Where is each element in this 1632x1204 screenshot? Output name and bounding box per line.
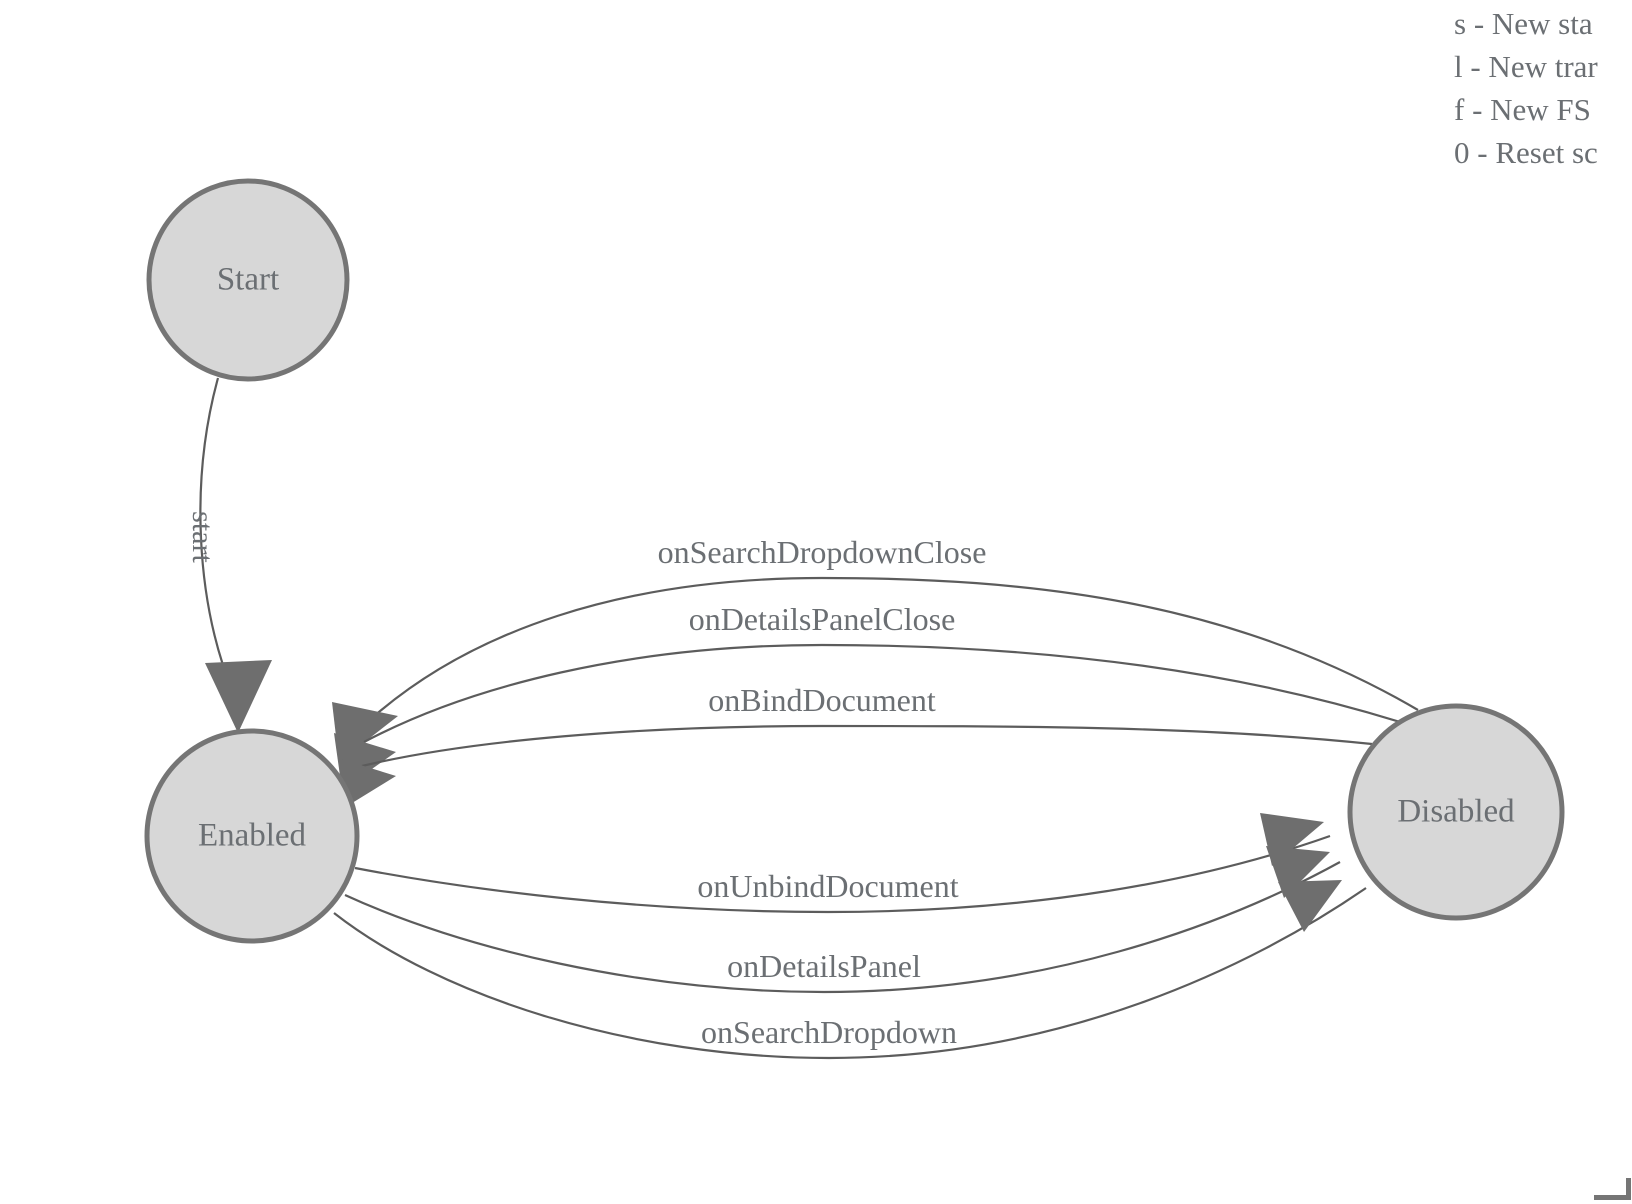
edge-label-onBindDocument: onBindDocument <box>708 682 936 718</box>
edge-path-onSearchDropdown <box>333 887 1367 1060</box>
node-disabled[interactable]: Disabled <box>1347 703 1565 921</box>
node-enabled[interactable]: Enabled <box>144 728 360 944</box>
shortcut-new-transition: l - New trar <box>1454 49 1598 84</box>
edge-path-start <box>199 377 234 691</box>
keyboard-shortcut-legend: s - New sta l - New trar f - New FS 0 - … <box>1422 0 1632 174</box>
node-disabled-label: Disabled <box>1397 794 1515 830</box>
node-start[interactable]: Start <box>146 178 350 382</box>
edge-label-onDetailsPanelClose: onDetailsPanelClose <box>689 601 956 637</box>
shortcut-new-state: s - New sta <box>1454 6 1593 41</box>
arrow-head-start <box>205 660 272 733</box>
node-disabled-circle[interactable] <box>1347 703 1565 921</box>
shortcut-reset: 0 - Reset sc <box>1454 135 1598 170</box>
arrow-head-onSearchDropdown <box>1278 880 1342 932</box>
edge-path-onDetailsPanelClose <box>363 643 1401 743</box>
edge-path-onBindDocument <box>361 724 1373 768</box>
node-start-circle[interactable] <box>146 178 350 382</box>
edge-path-onDetailsPanel <box>344 861 1341 994</box>
scrollbar-horizontal-thumb[interactable] <box>1594 1195 1628 1200</box>
arrow-head-onBindDocument <box>338 758 396 808</box>
node-start-label: Start <box>217 262 279 298</box>
edge-label-onUnbindDocument: onUnbindDocument <box>697 868 958 904</box>
edge-onSearchDropdown[interactable] <box>333 880 1367 1060</box>
edge-label-onDetailsPanel: onDetailsPanel <box>727 948 921 984</box>
node-enabled-label: Enabled <box>198 818 307 854</box>
edge-start-to-enabled[interactable] <box>199 377 272 733</box>
edge-label-onSearchDropdown: onSearchDropdown <box>701 1014 957 1050</box>
scrollbar-vertical-thumb[interactable] <box>1626 1178 1631 1200</box>
shortcut-new-fsm: f - New FS <box>1454 92 1591 127</box>
node-enabled-circle[interactable] <box>144 728 360 944</box>
edge-label-onSearchDropdownClose: onSearchDropdownClose <box>658 534 987 570</box>
edge-onBindDocument[interactable] <box>338 724 1373 808</box>
edge-path-onSearchDropdownClose <box>371 576 1419 719</box>
edge-path-onUnbindDocument <box>354 834 1331 914</box>
scrollbar-corner[interactable] <box>1594 1178 1632 1204</box>
edge-label-start: start <box>186 511 219 563</box>
